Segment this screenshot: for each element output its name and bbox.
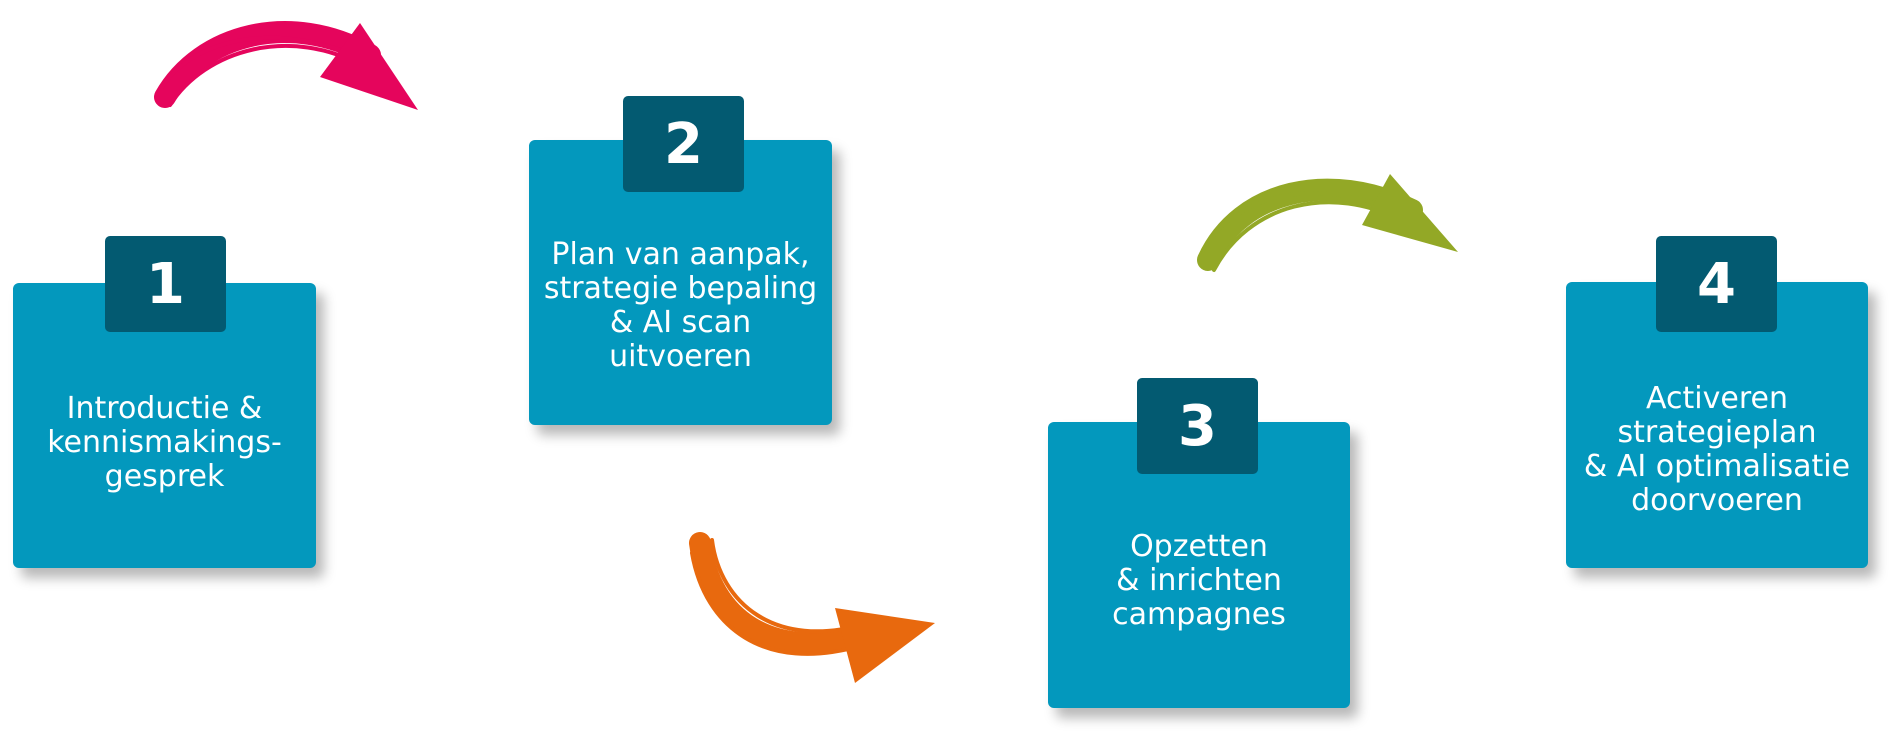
step-4: 4 Activeren strategieplan & AI optimalis… (1566, 236, 1868, 568)
step-number-badge: 1 (105, 236, 226, 332)
curved-arrow-icon (689, 532, 940, 688)
step-1: 1 Introductie & kennismakings- gesprek (13, 236, 316, 568)
curved-arrow-icon (1197, 170, 1465, 280)
step-number-badge: 4 (1656, 236, 1777, 332)
step-number-badge: 2 (623, 96, 744, 192)
step-2: 2 Plan van aanpak, strategie bepaling & … (529, 96, 832, 425)
step-number-badge: 3 (1137, 378, 1258, 474)
step-label: Introductie & kennismakings- gesprek (47, 391, 282, 494)
curved-arrow-icon (154, 15, 425, 115)
step-label: Plan van aanpak, strategie bepaling & AI… (543, 237, 818, 374)
step-3: 3 Opzetten & inrichten campagnes (1048, 378, 1350, 708)
step-label: Opzetten & inrichten campagnes (1112, 529, 1286, 632)
step-label: Activeren strategieplan & AI optimalisat… (1583, 381, 1851, 518)
